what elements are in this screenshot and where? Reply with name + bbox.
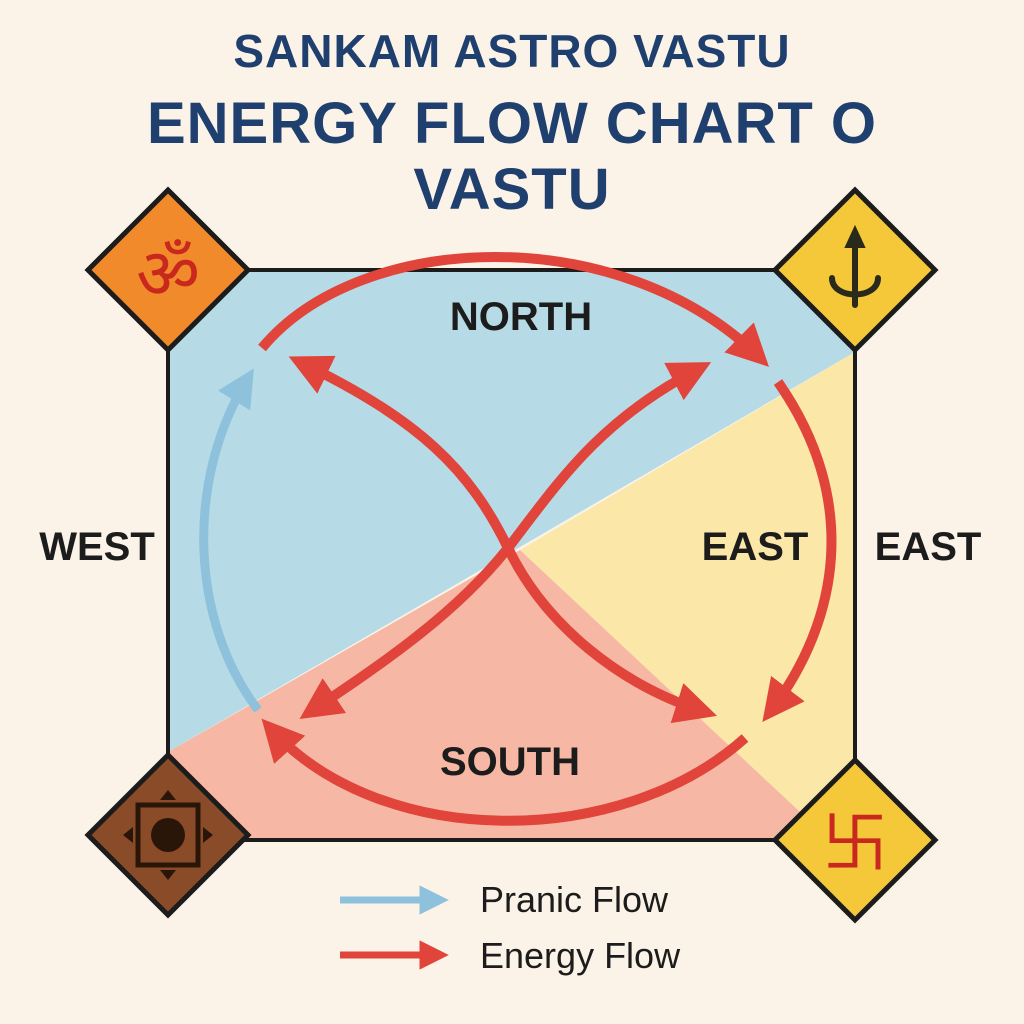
- trident-icon: [829, 224, 881, 308]
- title-line-1: SANKAM ASTRO VASTU: [233, 25, 791, 77]
- om-icon: ॐ: [136, 233, 200, 315]
- east-outer-label: EAST: [875, 525, 982, 569]
- title-line-2: ENERGY FLOW CHART O: [146, 91, 878, 156]
- energy-flow-top-arc: [258, 252, 769, 367]
- legend-energy-label: Energy Flow: [480, 935, 681, 976]
- north-label: NORTH: [450, 295, 592, 339]
- legend-pranic-label: Pranic Flow: [480, 879, 669, 920]
- energy-flow-cross-ne-sw: [299, 362, 712, 720]
- energy-flow-right-arc: [762, 379, 837, 723]
- pranic-flow-arrow: [199, 368, 262, 713]
- trident-diamond: [771, 186, 939, 354]
- west-label: WEST: [39, 525, 155, 569]
- swastika-diamond: 卐: [771, 756, 939, 924]
- energy-flow-bottom-arc: [261, 718, 749, 826]
- vastu-square-border: [166, 268, 857, 842]
- south-label: SOUTH: [440, 740, 580, 784]
- swastika-icon: 卐: [822, 805, 888, 882]
- title-line-3: VASTU: [413, 157, 611, 222]
- square-dot-icon: [123, 790, 213, 880]
- east-inner-label: EAST: [702, 525, 809, 569]
- om-diamond: ॐ: [84, 186, 252, 354]
- earth-diamond: [84, 751, 252, 919]
- legend: Pranic Flow Energy Flow: [340, 879, 681, 976]
